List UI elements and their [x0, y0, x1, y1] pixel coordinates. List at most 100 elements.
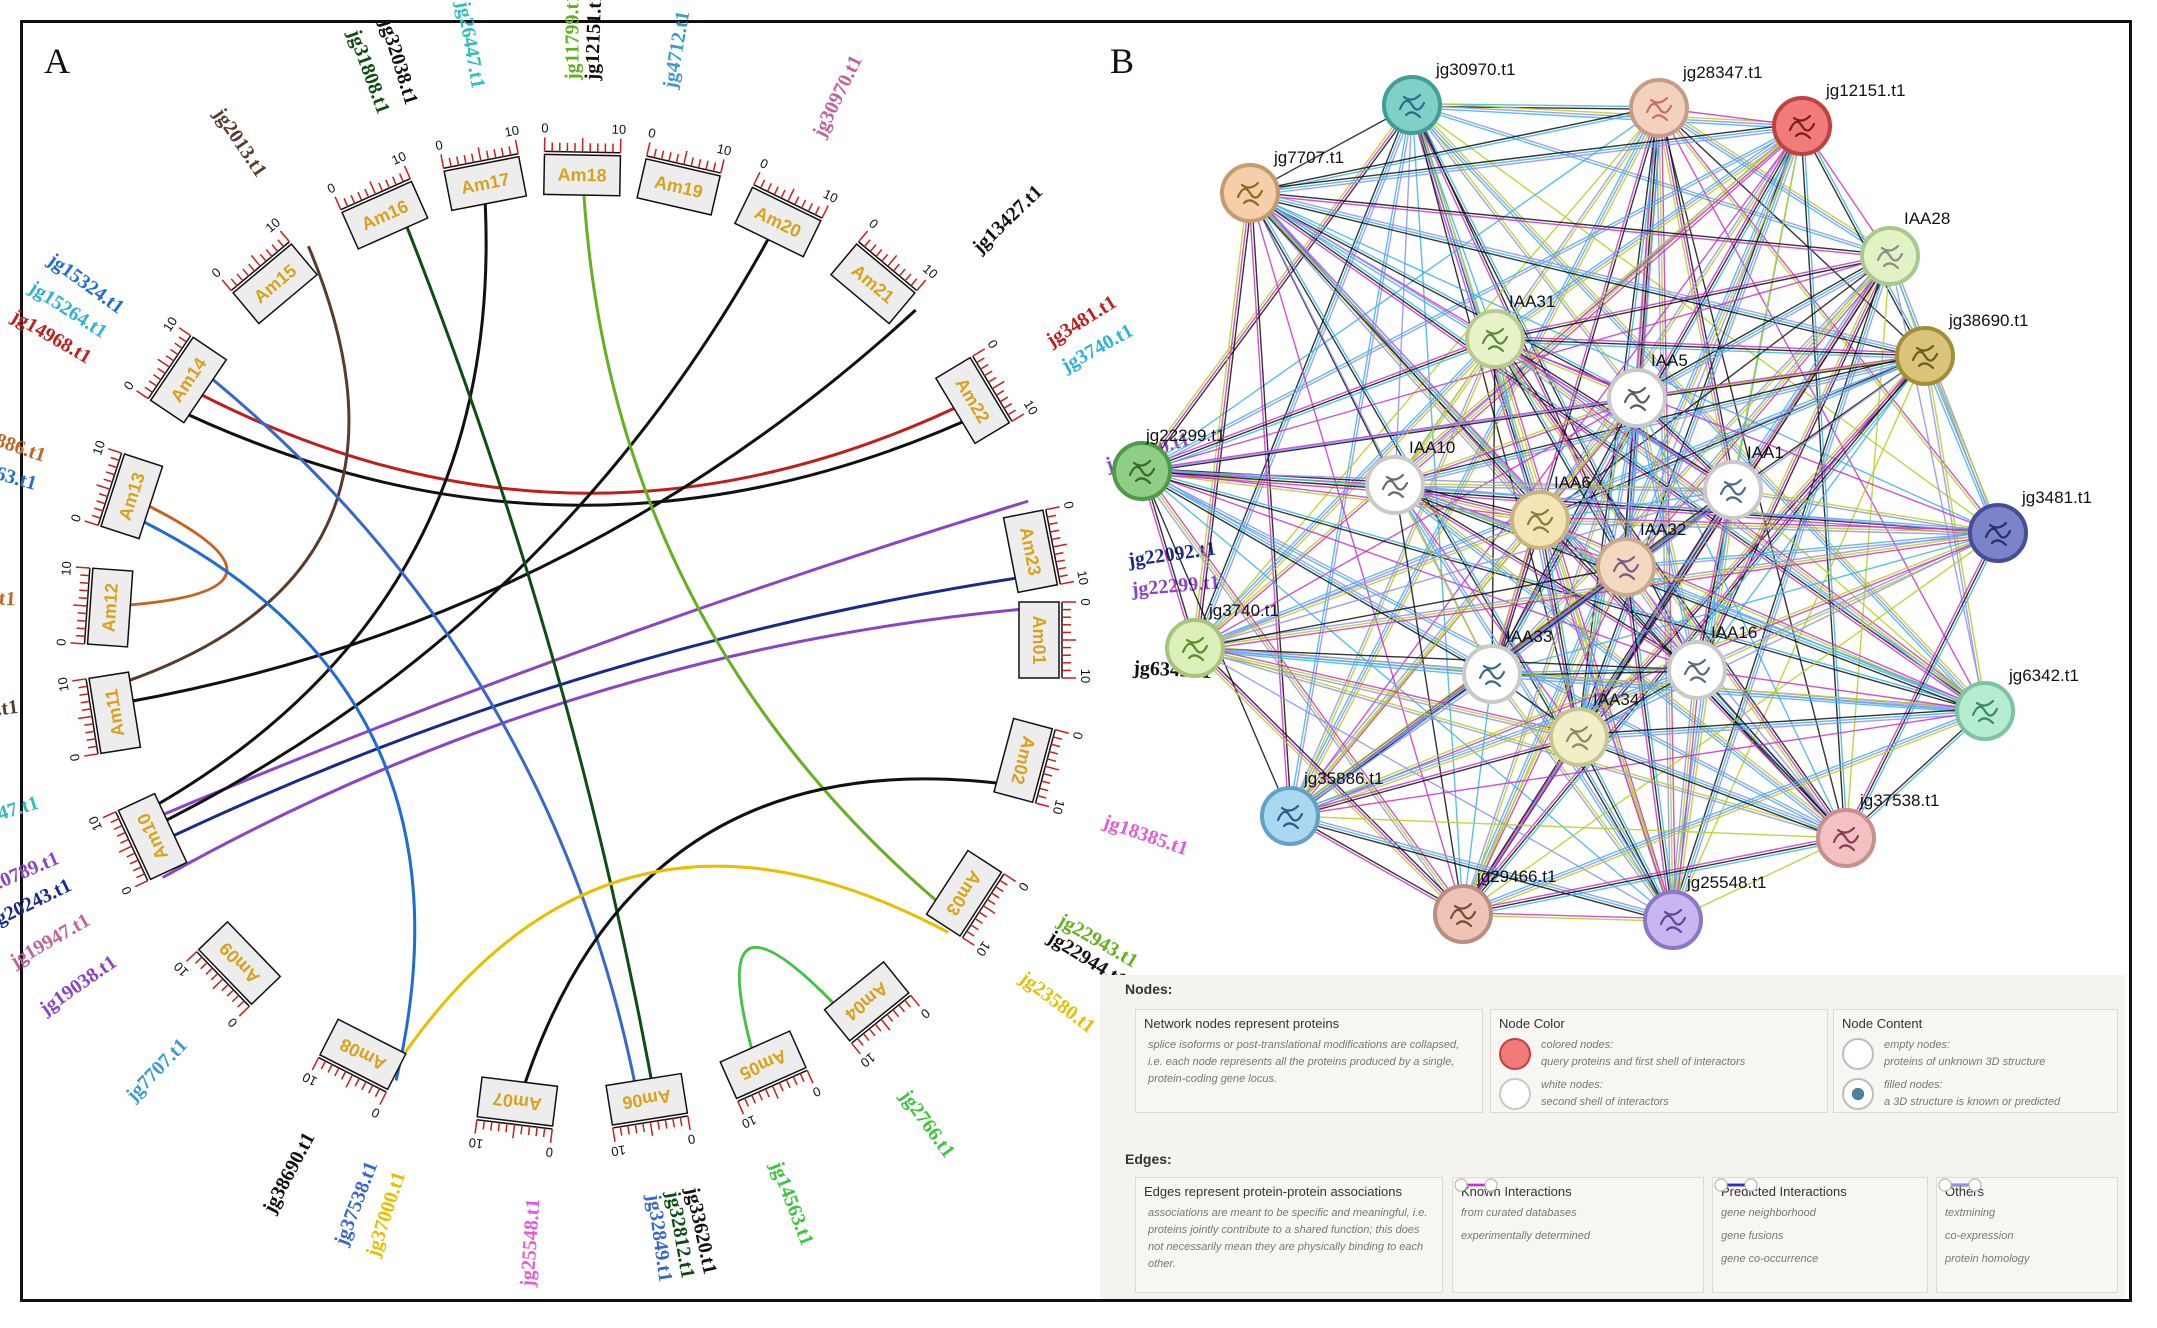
node-iaa34[interactable]: IAA34	[1549, 690, 1639, 767]
circos-link	[174, 379, 982, 495]
network-edge	[1249, 125, 1803, 194]
chromosome-axis	[318, 1056, 387, 1093]
chromosome-tick	[970, 924, 979, 931]
legend-network-nodes-title: Network nodes represent proteins	[1144, 1016, 1340, 1031]
node-jg29466-t1[interactable]: jg29466.t1	[1433, 867, 1556, 944]
network-edge	[1462, 834, 1846, 913]
node-iaa32[interactable]: IAA32	[1596, 520, 1686, 597]
scale-label-start: 0	[918, 1005, 933, 1021]
gene-label: jg19038.t1	[35, 951, 121, 1020]
node-jg28347-t1[interactable]: jg28347.t1	[1629, 63, 1762, 138]
legend-empty-nodes: empty nodes:proteins of unknown 3D struc…	[1842, 1037, 2109, 1071]
chromosome-tick	[892, 263, 900, 272]
chromosome-box	[1002, 509, 1059, 594]
node-label: jg35886.t1	[1303, 769, 1383, 788]
chromosome-tick	[753, 171, 761, 186]
network-edge	[1289, 815, 1674, 921]
network-edge	[1141, 338, 1496, 472]
circos-link	[116, 507, 417, 1081]
network-edge	[1394, 484, 1986, 712]
network-edge	[1580, 126, 1806, 739]
chromosome-tick	[493, 149, 497, 159]
chromosome-tick	[857, 230, 869, 243]
node-jg38690-t1[interactable]: jg38690.t1	[1895, 311, 2028, 386]
network-edge	[1627, 566, 1677, 920]
network-edge	[1247, 194, 1539, 523]
chromosome-tick	[265, 249, 273, 257]
network-edge	[1696, 489, 1734, 671]
node-jg7707-t1[interactable]: jg7707.t1	[1220, 148, 1344, 223]
legend-edge-item: textmining	[1938, 1178, 2109, 1222]
node-iaa31[interactable]: IAA31	[1465, 292, 1555, 369]
chromosome-tick	[868, 1028, 876, 1037]
chromosome-tick	[881, 253, 889, 262]
chromosome-tick	[185, 951, 198, 962]
chromosome-tick	[144, 386, 153, 393]
legend-edges-title: Edges represent protein-protein associat…	[1144, 1184, 1402, 1199]
chromosome-tick	[354, 1077, 360, 1087]
network-edge	[1141, 104, 1413, 472]
scale-label-end: 10	[1050, 798, 1068, 816]
network-edge	[1249, 192, 1926, 357]
scale-label-start: 0	[687, 1131, 696, 1147]
node-jg3740-t1[interactable]: jg3740.t1	[1165, 601, 1279, 678]
node-jg6342-t1[interactable]: jg6342.t1	[1955, 666, 2079, 741]
node-label: jg28347.t1	[1682, 63, 1762, 82]
network-edge	[1194, 566, 1627, 649]
node-jg22299-t1[interactable]: jg22299.t1	[1112, 426, 1225, 501]
node-iaa10[interactable]: IAA10	[1365, 438, 1455, 515]
chromosome-tick	[1045, 506, 1060, 511]
circos-link	[188, 359, 642, 1111]
node-jg25548-t1[interactable]: jg25548.t1	[1643, 873, 1766, 950]
node-iaa28[interactable]: IAA28	[1860, 209, 1950, 286]
node-iaa1[interactable]: IAA1	[1703, 443, 1784, 520]
node-jg35886-t1[interactable]: jg35886.t1	[1260, 769, 1383, 846]
chromosome-axis	[340, 178, 411, 211]
chromosome-tick	[634, 1124, 638, 1134]
node-jg30970-t1[interactable]: jg30970.t1	[1382, 60, 1515, 135]
node-jg37538-t1[interactable]: jg37538.t1	[1816, 791, 1939, 868]
network-edge	[1579, 733, 1848, 837]
chromosome-tick	[916, 279, 927, 292]
node-iaa16[interactable]: IAA16	[1667, 623, 1757, 700]
legend-edges-box: Edges represent protein-protein associat…	[1135, 1177, 1443, 1293]
network-edge	[1140, 335, 1495, 470]
network-legend: Nodes: Network nodes represent proteins …	[1100, 975, 2125, 1299]
network-edge	[1396, 482, 1849, 837]
scale-label-end: 10	[858, 1050, 879, 1071]
chromosome-tick	[619, 1126, 623, 1136]
chromosome-tick	[108, 448, 122, 454]
network-edge	[1536, 520, 1578, 738]
scale-label-end: 10	[503, 122, 520, 139]
scale-label-end: 10	[160, 314, 181, 334]
node-iaa6[interactable]: IAA6	[1510, 473, 1591, 550]
node-iaa33[interactable]: IAA33	[1462, 627, 1552, 704]
node-jg3481-t1[interactable]: jg3481.t1	[1968, 488, 2092, 563]
legend-edge-label: textmining	[1945, 1207, 1996, 1219]
chromosome-tick	[862, 1033, 870, 1042]
node-iaa5[interactable]: IAA5	[1607, 351, 1688, 428]
node-label: IAA16	[1711, 623, 1757, 642]
chromosome-tick	[157, 367, 166, 375]
chromosome-tick	[126, 852, 136, 858]
network-edge	[1394, 352, 1925, 484]
network-edge	[1539, 519, 1580, 738]
network-edge	[1495, 256, 1891, 341]
chromosome-tick	[77, 619, 87, 622]
node-jg12151-t1[interactable]: jg12151.t1	[1772, 81, 1905, 156]
chromosome-tick	[1043, 772, 1053, 777]
network-edge	[1396, 127, 1805, 488]
network-edge	[1539, 489, 1734, 521]
network-edge	[1392, 486, 1845, 841]
chromosome-tick	[170, 348, 179, 356]
network-edge	[1141, 354, 1925, 471]
chromosome-tick	[440, 154, 445, 169]
network-edge	[1289, 531, 1998, 816]
network-edge	[1393, 486, 1985, 715]
circos-link	[387, 864, 950, 1079]
network-edge	[1142, 340, 1497, 475]
chromosome-box	[117, 792, 188, 881]
